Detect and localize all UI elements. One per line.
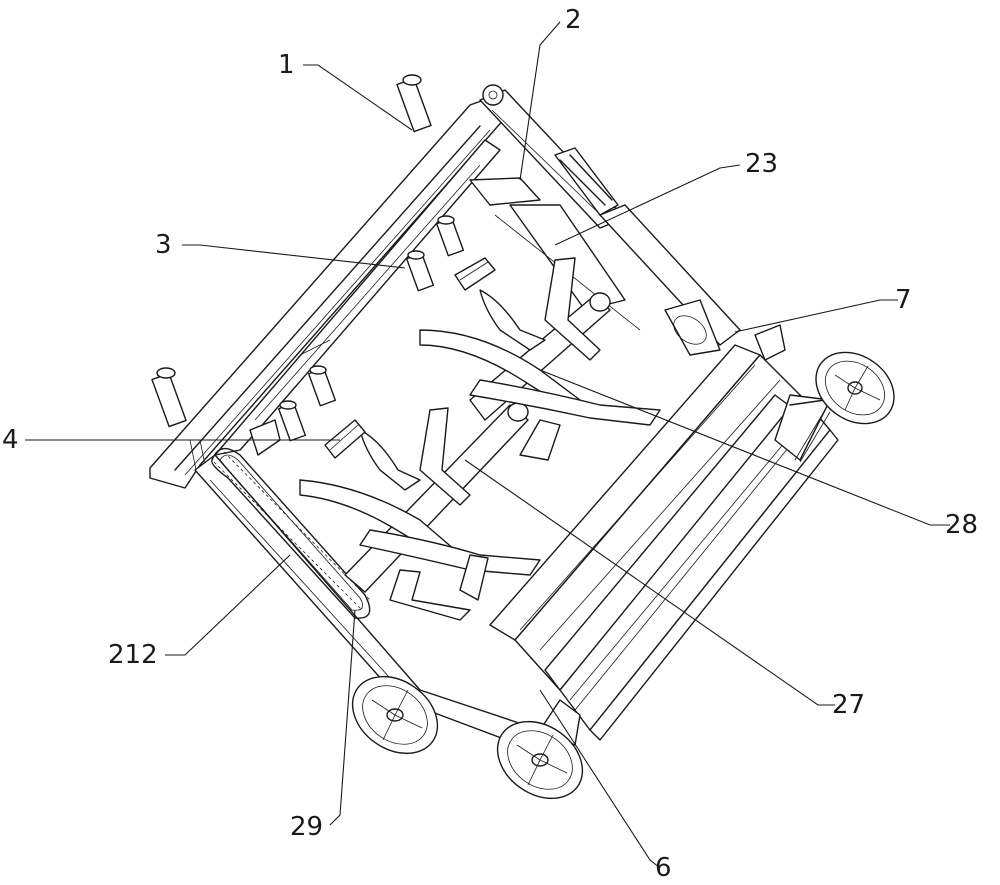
label-7-text: 7	[895, 285, 912, 315]
label-1-text: 1	[278, 50, 295, 80]
bracket-upper	[455, 258, 495, 290]
label-27-text: 27	[832, 690, 865, 720]
sprocket-top	[483, 85, 503, 105]
label-29: 29	[290, 610, 355, 842]
post-icon	[152, 75, 463, 441]
label-4-text: 4	[2, 425, 19, 455]
label-29-text: 29	[290, 812, 323, 842]
inner-left-wall	[215, 140, 500, 455]
label-6-text: 6	[655, 853, 672, 883]
label-212-text: 212	[108, 640, 158, 670]
label-28-text: 28	[945, 510, 978, 540]
label-212: 212	[108, 555, 290, 670]
bracket-lower	[325, 420, 365, 458]
label-2-text: 2	[565, 5, 582, 35]
label-7: 7	[735, 285, 912, 332]
chain-icon	[212, 449, 370, 619]
label-3-text: 3	[155, 230, 172, 260]
top-frame-rail	[150, 95, 505, 488]
label-23-text: 23	[745, 149, 778, 179]
label-1: 1	[278, 50, 412, 130]
